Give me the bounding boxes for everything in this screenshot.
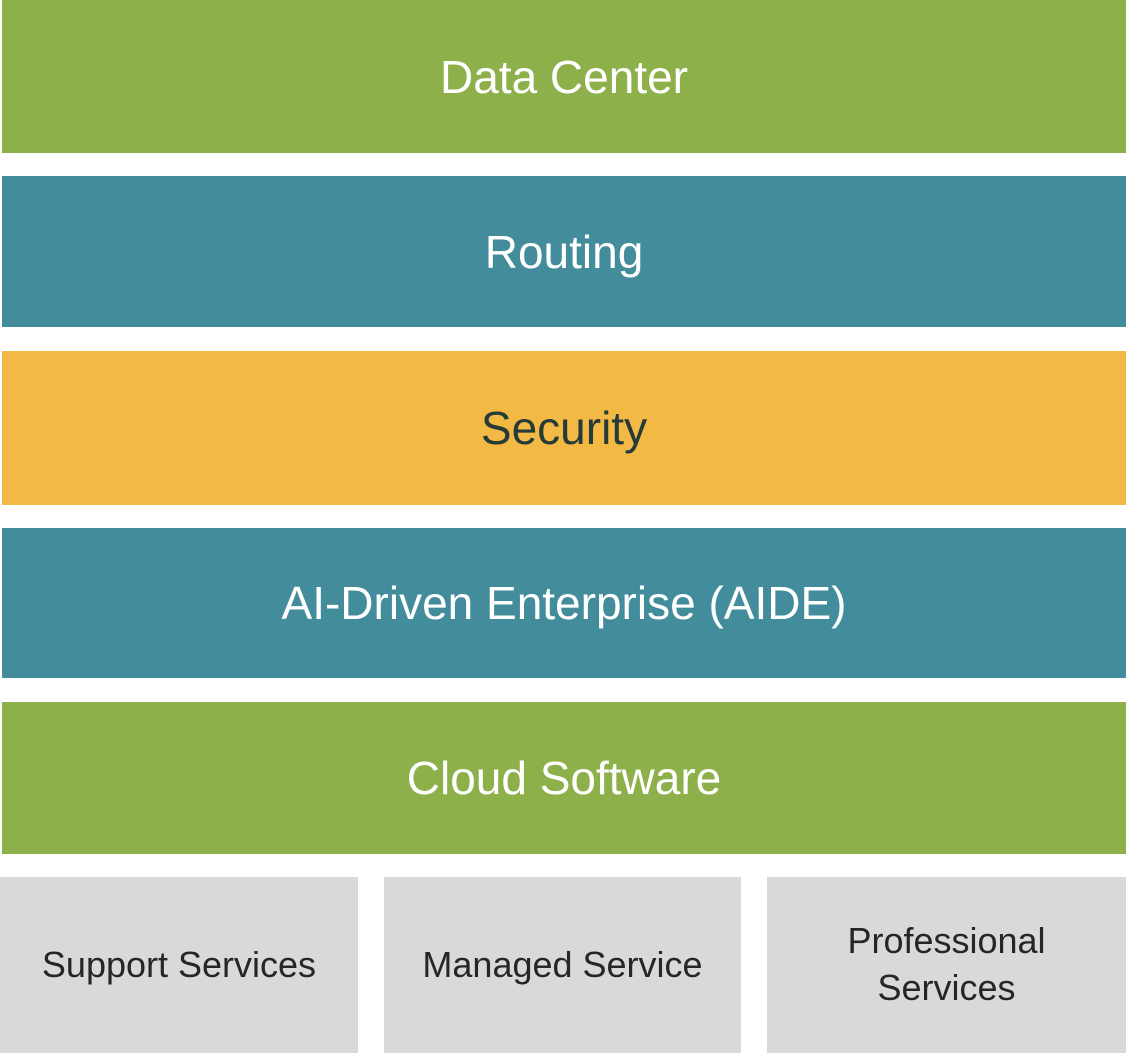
- layer-routing: Routing: [2, 176, 1126, 327]
- service-support: Support Services: [0, 877, 358, 1053]
- layer-cloud-software: Cloud Software: [2, 702, 1126, 854]
- layer-label: Security: [480, 402, 648, 454]
- layer-label: Data Center: [439, 50, 688, 103]
- layer-label: Cloud Software: [406, 752, 722, 804]
- service-label: Professional Services: [847, 920, 1046, 1008]
- service-label: Managed Service: [422, 943, 703, 985]
- service-label: Support Services: [41, 943, 317, 985]
- layer-label: Routing: [484, 225, 644, 278]
- service-managed: Managed Service: [384, 877, 741, 1053]
- service-professional: Professional Services: [767, 877, 1126, 1053]
- layer-label: AI-Driven Enterprise (AIDE): [281, 577, 847, 629]
- layer-security: Security: [2, 351, 1126, 505]
- layer-aide: AI-Driven Enterprise (AIDE): [2, 528, 1126, 678]
- layer-data-center: Data Center: [2, 0, 1126, 153]
